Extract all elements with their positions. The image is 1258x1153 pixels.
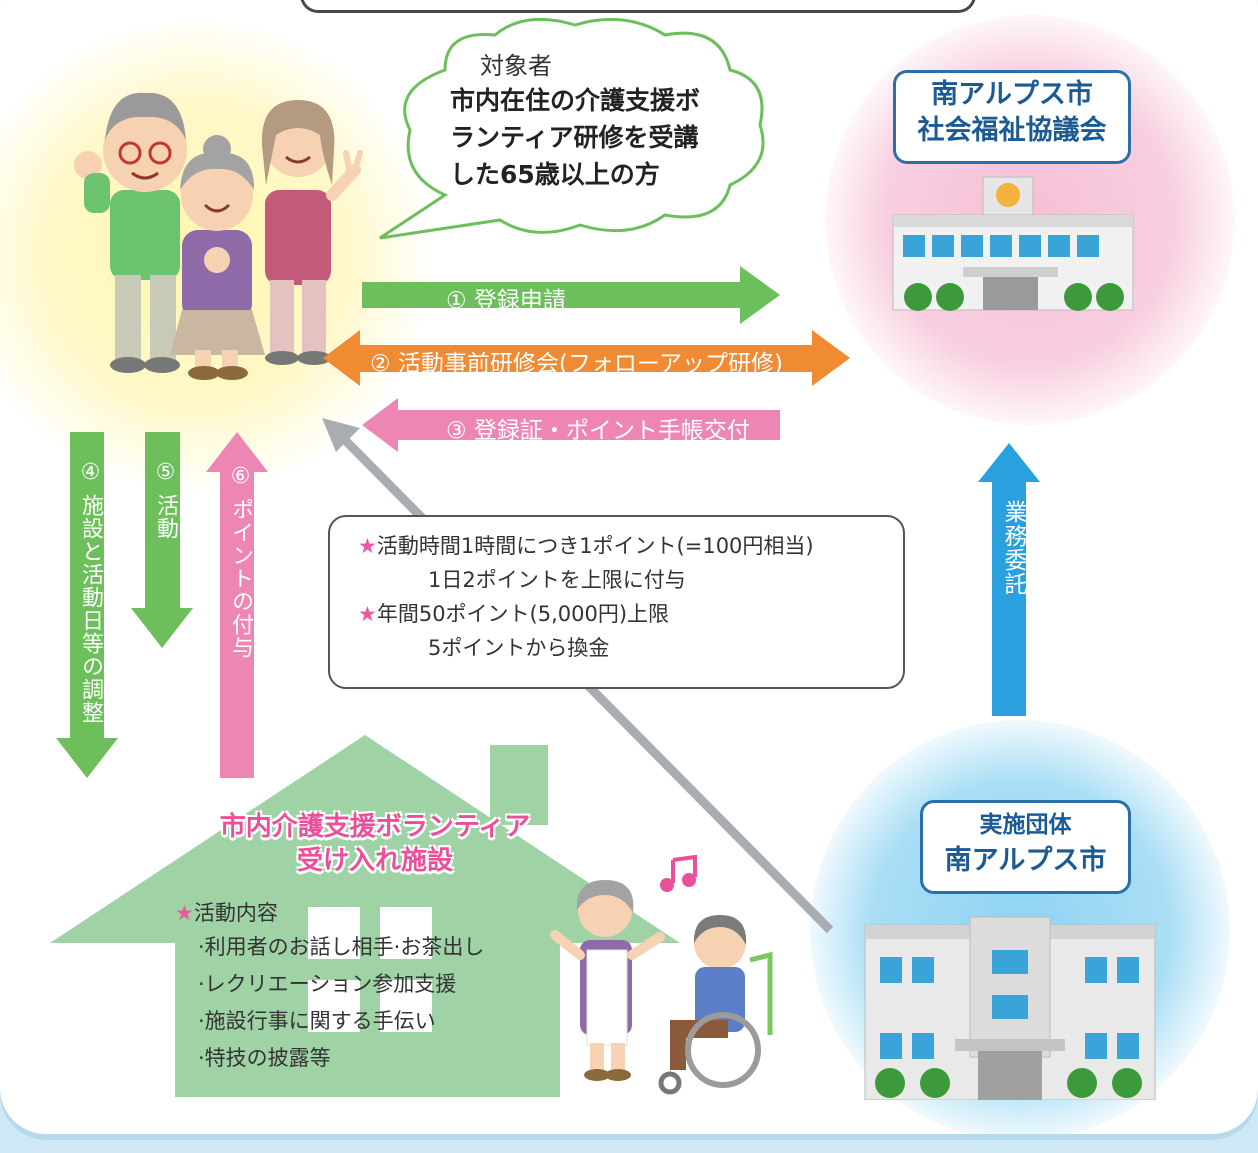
step6-label: ⑥ ポイントの付与 — [228, 464, 253, 659]
activity-list: ·利用者のお話し相手·お茶出し ·レクリエーション参加支援 ·施設行事に関する手… — [198, 929, 484, 1077]
step4-label: ④ 施設と活動日等の調整 — [78, 460, 103, 724]
implementer-line-1: 実施団体 — [979, 812, 1072, 838]
points-line-4: 5ポイントから換金 — [428, 636, 610, 660]
points-line-1: ★活動時間1時間につき1ポイント(=100円相当) — [358, 534, 814, 558]
target-heading: 対象者 — [480, 52, 552, 80]
activity-item: ·レクリエーション参加支援 — [198, 972, 457, 996]
points-line-2: 1日2ポイントを上限に付与 — [428, 568, 686, 592]
arrow-step5 — [131, 432, 193, 648]
implementer-line-2: 南アルプス市 — [944, 845, 1107, 876]
activity-item: ·特技の披露等 — [198, 1046, 331, 1070]
arrow-commission — [978, 443, 1040, 716]
activity-item: ·施設行事に関する手伝い — [198, 1009, 436, 1033]
step3-label: ③ 登録証・ポイント手帳交付 — [446, 418, 750, 444]
facility-title: 市内介護支援ボランティア 受け入れ施設 — [150, 810, 600, 878]
city-hall-icon — [864, 916, 1156, 1100]
target-line-1: 市内在住の介護支援ボ — [450, 86, 701, 115]
arrow-step3 — [362, 398, 780, 452]
building-icon — [892, 176, 1134, 311]
points-info-box: ★活動時間1時間につき1ポイント(=100円相当) 1日2ポイントを上限に付与 … — [328, 515, 905, 689]
council-line-1: 南アルプス市 — [931, 79, 1093, 110]
points-line-3: ★年間50ポイント(5,000円)上限 — [358, 602, 670, 626]
target-description: 市内在住の介護支援ボ ランティア研修を受講 した65歳以上の方 — [450, 82, 700, 193]
step2-label: ② 活動事前研修会(フォローアップ研修) — [370, 351, 783, 377]
activity-heading: ★活動内容 — [175, 901, 278, 925]
arrow-step4 — [56, 432, 118, 778]
star-icon: ★ — [358, 534, 377, 558]
arrow-gray-head — [322, 418, 360, 452]
commission-label: 業務委託 — [1000, 500, 1026, 596]
implementer-label-box: 実施団体 南アルプス市 — [920, 800, 1131, 894]
arrow-step6 — [206, 432, 268, 778]
activity-item: ·利用者のお話し相手·お茶出し — [198, 935, 485, 959]
house-icon — [50, 735, 680, 1097]
target-line-3: した65歳以上の方 — [450, 160, 660, 189]
facility-title-line-2: 受け入れ施設 — [296, 846, 453, 876]
council-line-2: 社会福祉協議会 — [917, 115, 1107, 146]
target-line-2: ランティア研修を受講 — [450, 123, 699, 152]
facility-title-line-1: 市内介護支援ボランティア — [219, 812, 531, 842]
people-group-illustration — [74, 92, 363, 380]
star-icon: ★ — [175, 901, 194, 925]
step1-label: ① 登録申請 — [446, 288, 566, 314]
step5-label: ⑤ 活動 — [153, 460, 178, 540]
wheelchair-care-illustration — [550, 855, 773, 1095]
speech-bubble — [379, 17, 765, 240]
arrow-step1 — [362, 266, 780, 324]
star-icon: ★ — [358, 602, 377, 626]
arrow-step2 — [323, 330, 850, 386]
council-label-box: 南アルプス市 社会福祉協議会 — [893, 70, 1131, 164]
